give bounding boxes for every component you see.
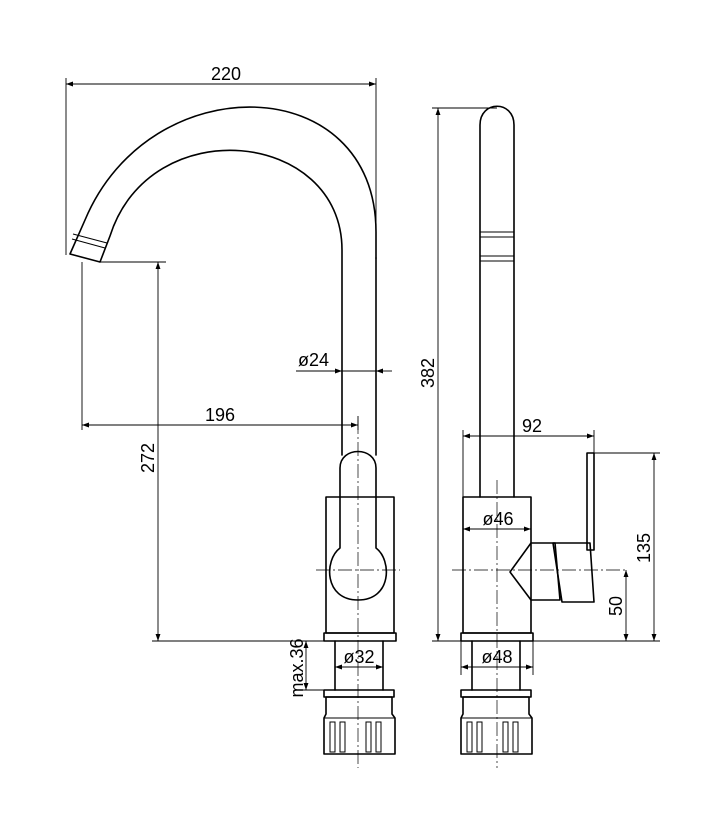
side-cartridge	[509, 542, 561, 601]
dim-d24-label: ø24	[298, 350, 329, 370]
side-washer	[460, 689, 532, 698]
dim-135-label: 135	[634, 533, 654, 563]
side-view: 382 92 ø46 ø48 135 50	[418, 105, 660, 768]
dim-220-label: 220	[211, 64, 241, 84]
dim-d32-label: ø32	[343, 647, 374, 667]
dim-92-label: 92	[522, 416, 542, 436]
front-handle	[328, 450, 388, 601]
dim-196-label: 196	[205, 405, 235, 425]
front-body	[325, 496, 395, 634]
front-view: 220 196 272 ø24 ø32 max.36	[65, 64, 400, 768]
dim-max36-label: max.36	[287, 638, 307, 697]
dim-d46-label: ø46	[482, 509, 513, 529]
dim-382-label: 382	[418, 358, 438, 388]
front-base-flange	[323, 632, 397, 642]
dim-272-label: 272	[138, 443, 158, 473]
spout-outer-contour	[69, 106, 377, 456]
side-lever-holder	[552, 542, 595, 603]
aerator-ring-2	[71, 238, 106, 249]
dim-50-label: 50	[606, 596, 626, 616]
side-lever-blade	[586, 452, 595, 551]
aerator-ring	[72, 233, 108, 244]
front-washer	[323, 689, 395, 698]
front-fixing-nut	[323, 696, 396, 755]
side-spout-tube	[479, 105, 515, 498]
side-fixing-nut	[460, 696, 533, 755]
dim-d48-label: ø48	[481, 647, 512, 667]
